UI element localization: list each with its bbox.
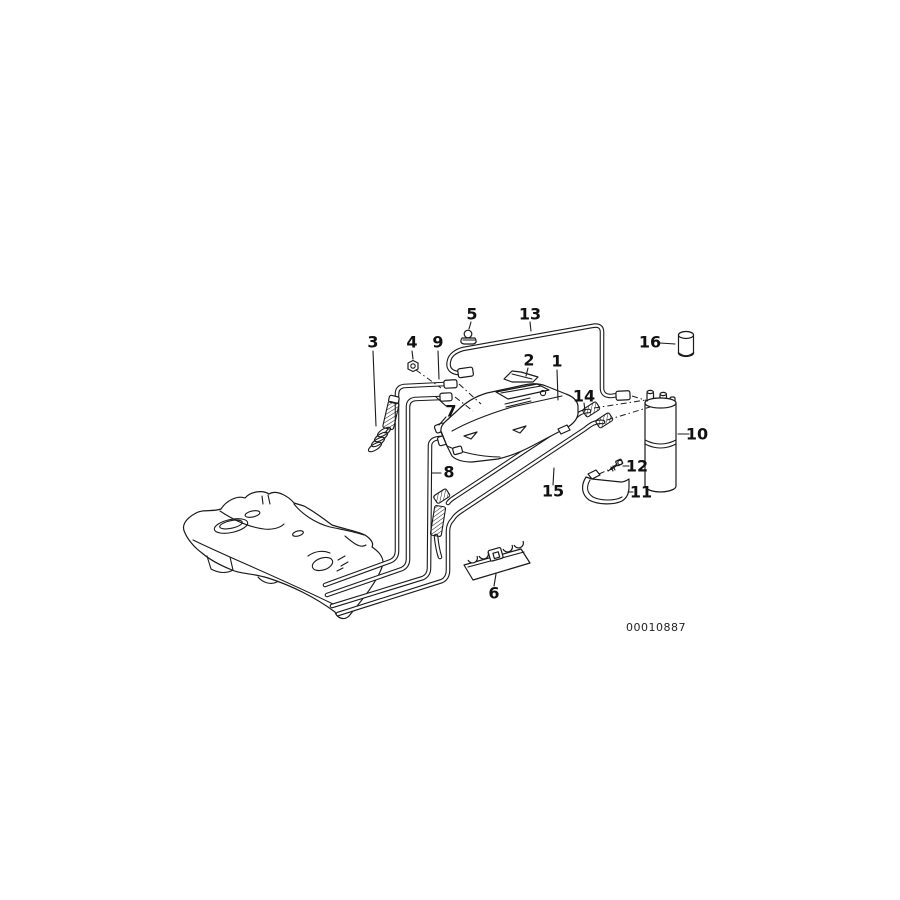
callout-14: 14 — [573, 387, 595, 406]
pipe9-fitting — [443, 379, 458, 389]
callout-6: 6 — [488, 584, 499, 603]
pipe14-connector — [582, 401, 601, 418]
assembly-front-edge — [440, 430, 501, 458]
tank-crease — [307, 550, 331, 557]
callout-7: 7 — [445, 402, 456, 421]
tank-lobe-lines — [257, 576, 278, 584]
pipe13-end-fitting — [615, 390, 631, 401]
braided-sleeve-lower — [429, 505, 447, 537]
tank-bottom-inner-edge — [192, 539, 334, 605]
assembly-arrow-left — [463, 431, 478, 440]
tank-small-hole — [292, 530, 304, 537]
callout-8: 8 — [443, 463, 454, 482]
callout-11: 11 — [630, 483, 652, 502]
callout-16: 16 — [639, 333, 661, 352]
canister-band — [644, 439, 677, 449]
grommet-5 — [460, 329, 477, 345]
callout-3: 3 — [367, 333, 378, 352]
carbon-canister — [644, 389, 677, 493]
pipe13-start-fitting — [457, 366, 474, 379]
rubber-sleeve-16 — [677, 330, 695, 358]
holder-bracket-11 — [582, 469, 630, 505]
connectors — [382, 366, 631, 537]
hose-connector — [433, 488, 451, 504]
canister-top — [644, 397, 677, 409]
tank-port-inner — [219, 519, 243, 530]
assembly-slots — [504, 397, 532, 408]
pipe7-fitting — [439, 392, 453, 402]
tank-lobe-lines — [206, 555, 234, 574]
tank-sender-opening — [311, 556, 334, 572]
leader-lines — [372, 321, 690, 587]
assembly-arrow-right — [512, 425, 527, 434]
assembly-top-panel — [495, 383, 550, 400]
callout-5: 5 — [466, 305, 477, 324]
tank-vent-hole — [244, 510, 261, 518]
assembly-bottom-stub — [452, 445, 464, 456]
assembly-body — [440, 383, 579, 463]
canister-bottom-rim — [646, 488, 675, 493]
callout-1: 1 — [551, 352, 562, 371]
tank-crease — [293, 503, 365, 536]
tank-crease — [261, 494, 271, 505]
nut-4 — [407, 359, 419, 373]
assembly-right-tab — [557, 424, 571, 435]
callout-10: 10 — [686, 425, 708, 444]
reference-lines — [415, 369, 651, 475]
canister-body — [644, 397, 677, 493]
fuel-tank-outline — [182, 491, 384, 620]
tank-crease — [344, 535, 367, 547]
fuel-tank — [182, 491, 384, 620]
assembly-panel-line — [500, 385, 542, 394]
assembly-ridge — [451, 395, 563, 432]
callout-9: 9 — [432, 333, 443, 352]
diagram-id: 00010887 — [626, 621, 686, 634]
expansion-tank-assembly — [433, 383, 579, 463]
screw-12 — [607, 458, 624, 472]
assembly-round-port — [539, 389, 547, 397]
tank-port-outer — [213, 518, 249, 534]
callout-15: 15 — [542, 482, 564, 501]
tank-hatch-ticks — [336, 555, 349, 572]
callout-13: 13 — [519, 305, 541, 324]
tank-crease — [219, 510, 285, 530]
callout-12: 12 — [626, 457, 648, 476]
pipe-clamp-6 — [463, 540, 531, 581]
spring-3 — [367, 426, 392, 453]
callout-2: 2 — [523, 351, 534, 370]
callout-4: 4 — [406, 333, 417, 352]
pipe15-connector — [595, 412, 614, 429]
bracket-strip-2 — [503, 370, 539, 383]
